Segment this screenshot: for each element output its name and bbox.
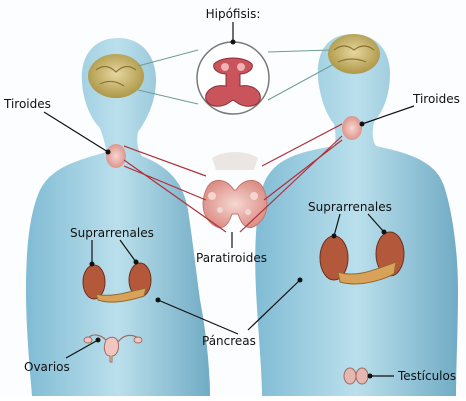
hipofisis-illustration <box>197 42 269 114</box>
label-ovarios: Ovarios <box>24 360 70 374</box>
thyroid-left-gland <box>106 144 126 168</box>
label-suprarrenales-right: Suprarrenales <box>308 200 392 214</box>
label-suprarrenales-left: Suprarrenales <box>70 226 154 240</box>
label-tiroides-right: Tiroides <box>412 92 460 106</box>
label-hipofisis: Hipófisis: <box>206 7 261 21</box>
male-brain <box>328 34 380 74</box>
female-brain <box>88 54 144 98</box>
label-paratiroides: Paratiroides <box>196 251 267 265</box>
label-tiroides-left: Tiroides <box>3 97 51 111</box>
thyroid-right-gland <box>342 116 362 140</box>
label-pancreas: Páncreas <box>202 334 256 348</box>
label-testiculos: Testículos <box>397 369 456 383</box>
